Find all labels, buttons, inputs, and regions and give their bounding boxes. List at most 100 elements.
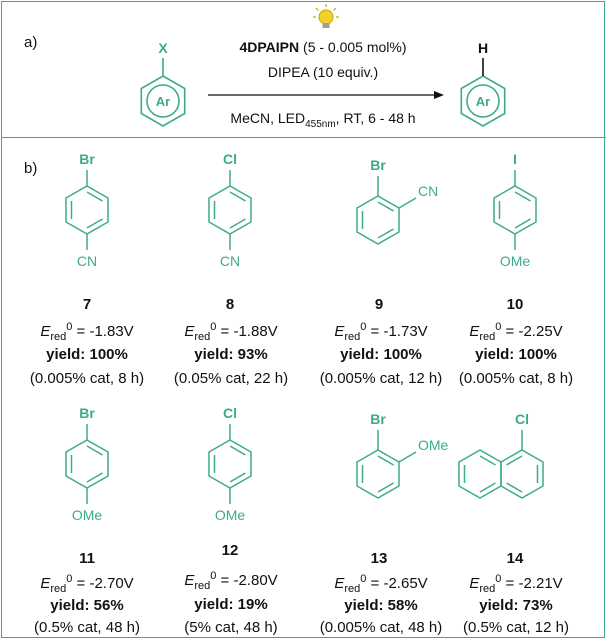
reagent-line: DIPEA (10 equiv.) xyxy=(267,64,379,80)
ered-value: = -2.21V xyxy=(501,575,563,592)
compound-13-conditions: (0.005% cat, 48 h) xyxy=(319,619,443,636)
e-symbol: E xyxy=(184,323,195,340)
conditions-post: , RT, 6 - 48 h xyxy=(335,110,416,126)
compound-13-yield: yield: 58% xyxy=(306,597,456,614)
yield-value: 19% xyxy=(237,596,268,613)
e-symbol: E xyxy=(469,323,480,340)
e-symbol: E xyxy=(184,572,195,589)
structure-compound-14: Cl xyxy=(458,411,544,499)
compound-14-conditions: (0.5% cat, 12 h) xyxy=(463,619,569,636)
compound-10-bottom-label: OMe xyxy=(500,253,531,269)
e-sup: 0 xyxy=(495,573,502,585)
compound-9-number: 9 xyxy=(374,296,384,313)
yield-value: 100% xyxy=(518,346,557,363)
compound-8-yield: yield: 93% xyxy=(156,346,306,363)
catalyst-loading: (5 - 0.005 mol%) xyxy=(299,39,407,55)
conditions-sub: 455nm xyxy=(305,118,336,130)
compound-7-bottom-label: CN xyxy=(77,253,97,269)
structure-compound-9: Br CN xyxy=(356,157,438,245)
compound-13-side-label: OMe xyxy=(418,437,449,453)
yield-value: 100% xyxy=(89,346,128,363)
ered-value: = -2.65V xyxy=(366,575,428,592)
compound-13-ered: Ered0 = -2.65V xyxy=(306,573,456,595)
yield-value: 73% xyxy=(522,597,553,614)
compound-12-number: 12 xyxy=(221,542,239,559)
compound-9-conditions: (0.005% cat, 12 h) xyxy=(319,370,443,387)
yield-label: yield: xyxy=(479,597,523,614)
compound-11-bottom-label: OMe xyxy=(72,507,103,523)
e-symbol: E xyxy=(334,575,345,592)
e-sub: red xyxy=(50,331,67,343)
product-ring-label: Ar xyxy=(476,94,490,109)
compound-8-ered: Ered0 = -1.88V xyxy=(156,321,306,343)
yield-label: yield: xyxy=(194,596,238,613)
compound-8-top-label: Cl xyxy=(223,151,237,167)
e-sub: red xyxy=(479,331,496,343)
compound-12-ered: Ered0 = -2.80V xyxy=(156,570,306,592)
compound-14-top-label: Cl xyxy=(515,411,529,427)
compound-7-yield: yield: 100% xyxy=(12,346,162,363)
substrate-structure: X Ar xyxy=(140,40,186,127)
compound-9-yield: yield: 100% xyxy=(306,346,456,363)
compound-9-side-label: CN xyxy=(418,183,438,199)
panel-divider xyxy=(1,137,606,138)
compound-12-bottom-label: OMe xyxy=(215,507,246,523)
ered-value: = -2.80V xyxy=(216,572,278,589)
substrate-substituent-label: X xyxy=(158,40,168,56)
yield-label: yield: xyxy=(194,346,238,363)
yield-label: yield: xyxy=(344,597,388,614)
compound-14-ered: Ered0 = -2.21V xyxy=(441,573,591,595)
yield-value: 93% xyxy=(237,346,268,363)
yield-value: 100% xyxy=(383,346,422,363)
yield-value: 56% xyxy=(93,597,124,614)
yield-label: yield: xyxy=(50,597,94,614)
compound-12-top-label: Cl xyxy=(223,405,237,421)
compound-11-number: 11 xyxy=(79,550,95,567)
e-sub: red xyxy=(194,580,211,592)
conditions-line: MeCN, LED455nm, RT, 6 - 48 h xyxy=(206,110,440,130)
e-sup: 0 xyxy=(210,321,217,333)
e-sub: red xyxy=(50,583,67,595)
compound-8-bottom-label: CN xyxy=(220,253,240,269)
e-sup: 0 xyxy=(210,570,217,582)
e-sub: red xyxy=(479,583,496,595)
structure-compound-12: Cl OMe xyxy=(208,405,252,523)
structure-compound-11: Br OMe xyxy=(65,405,109,523)
compound-13-top-label: Br xyxy=(370,411,386,427)
ered-value: = -2.25V xyxy=(501,323,563,340)
product-structure: H Ar xyxy=(460,40,506,127)
catalyst-name: 4DPAIPN xyxy=(239,39,300,55)
reaction-arrow xyxy=(208,91,444,99)
ered-value: = -1.88V xyxy=(216,323,278,340)
product-substituent-label: H xyxy=(478,40,488,56)
structure-compound-10: I OMe xyxy=(493,151,537,269)
compound-9-top-label: Br xyxy=(370,157,386,173)
compound-9-ered: Ered0 = -1.73V xyxy=(306,321,456,343)
e-sup: 0 xyxy=(66,573,73,585)
ered-value: = -1.73V xyxy=(366,323,428,340)
compound-10-yield: yield: 100% xyxy=(441,346,591,363)
yield-label: yield: xyxy=(340,346,384,363)
light-bulb-icon xyxy=(313,4,339,28)
compound-8-conditions: (0.05% cat, 22 h) xyxy=(173,370,289,387)
yield-value: 58% xyxy=(387,597,418,614)
compound-12-conditions: (5% cat, 48 h) xyxy=(184,619,278,636)
structure-compound-8: Cl CN xyxy=(208,151,252,269)
e-symbol: E xyxy=(469,575,480,592)
conditions-pre: MeCN, LED xyxy=(230,110,306,126)
compound-7-ered: Ered0 = -1.83V xyxy=(12,321,162,343)
compound-10-conditions: (0.005% cat, 8 h) xyxy=(458,370,574,387)
compound-8-number: 8 xyxy=(225,296,235,313)
compound-11-conditions: (0.5% cat, 48 h) xyxy=(34,619,140,636)
compound-10-top-label: I xyxy=(513,151,517,167)
compound-11-yield: yield: 56% xyxy=(12,597,162,614)
panel-b-label: b) xyxy=(24,160,38,177)
catalyst-line: 4DPAIPN (5 - 0.005 mol%) xyxy=(206,39,440,55)
e-sup: 0 xyxy=(360,321,367,333)
compound-12-yield: yield: 19% xyxy=(156,596,306,613)
ered-value: = -2.70V xyxy=(72,575,134,592)
compound-7-conditions: (0.005% cat, 8 h) xyxy=(29,370,145,387)
structure-compound-7: Br CN xyxy=(65,151,109,269)
e-symbol: E xyxy=(334,323,345,340)
